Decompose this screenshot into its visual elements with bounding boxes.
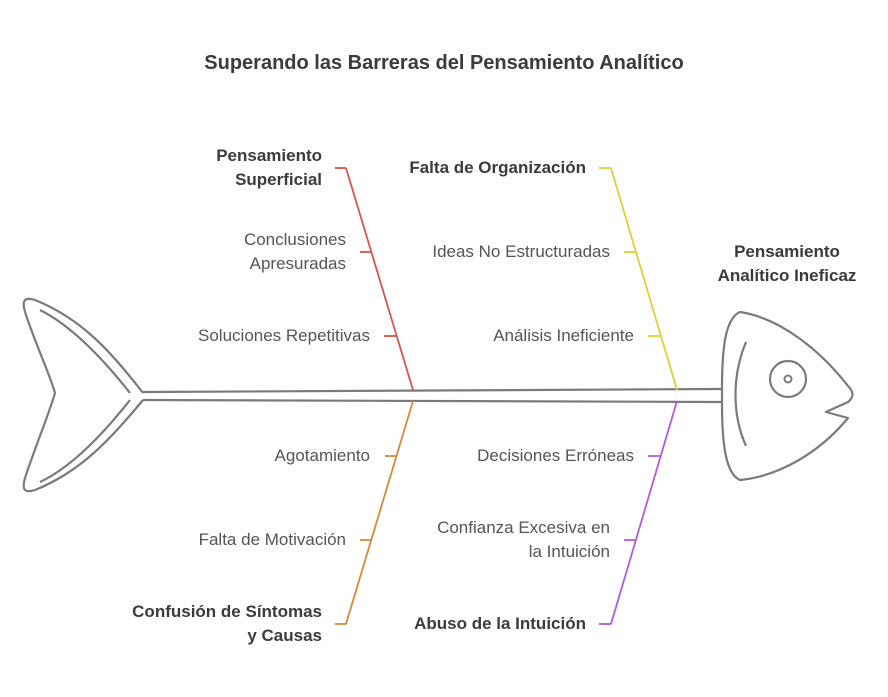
fish-tail-inner bbox=[39, 309, 131, 483]
cause-label-decisiones-erroneas: Decisiones Erróneas bbox=[477, 446, 634, 465]
cause-label-falta-motivacion: Falta de Motivación bbox=[198, 530, 346, 549]
spine-lower bbox=[142, 398, 723, 404]
fish-head bbox=[720, 310, 854, 482]
effect-label: Pensamiento Analítico Ineficaz bbox=[694, 240, 880, 288]
spine-upper bbox=[142, 387, 723, 394]
cause-label-agotamiento: Agotamiento bbox=[274, 446, 370, 465]
fish-eye bbox=[768, 359, 808, 399]
effect-label-line1: Pensamiento bbox=[734, 242, 840, 261]
bone-confusion-sintomas bbox=[335, 400, 414, 625]
bone-falta-organizacion bbox=[599, 167, 678, 391]
effect-label-line2: Analítico Ineficaz bbox=[717, 266, 857, 285]
fish-tail bbox=[22, 297, 144, 493]
cause-label-soluciones-repetitivas: Soluciones Repetitivas bbox=[198, 326, 370, 345]
bone-pensamiento-superficial bbox=[335, 167, 414, 391]
fish-eye-pupil bbox=[783, 374, 793, 384]
category-label-pensamiento-superficial: Pensamiento Superficial bbox=[216, 146, 322, 189]
bone-abuso-intuicion bbox=[599, 400, 678, 625]
cause-label-analisis-ineficiente: Análisis Ineficiente bbox=[493, 326, 634, 345]
diagram-title: Superando las Barreras del Pensamiento A… bbox=[204, 52, 684, 74]
cause-label-conclusiones-apresuradas: Conclusiones Apresuradas bbox=[243, 230, 346, 273]
fish-gill bbox=[734, 341, 748, 447]
category-label-confusion-sintomas: Confusión de Síntomas y Causas bbox=[132, 602, 322, 645]
category-label-abuso-intuicion: Abuso de la Intuición bbox=[414, 614, 586, 633]
cause-label-confianza-excesiva: Confianza Excesiva en la Intuición bbox=[437, 518, 610, 561]
category-label-falta-organizacion: Falta de Organización bbox=[409, 158, 586, 177]
cause-label-ideas-no-estructuradas: Ideas No Estructuradas bbox=[432, 242, 610, 261]
